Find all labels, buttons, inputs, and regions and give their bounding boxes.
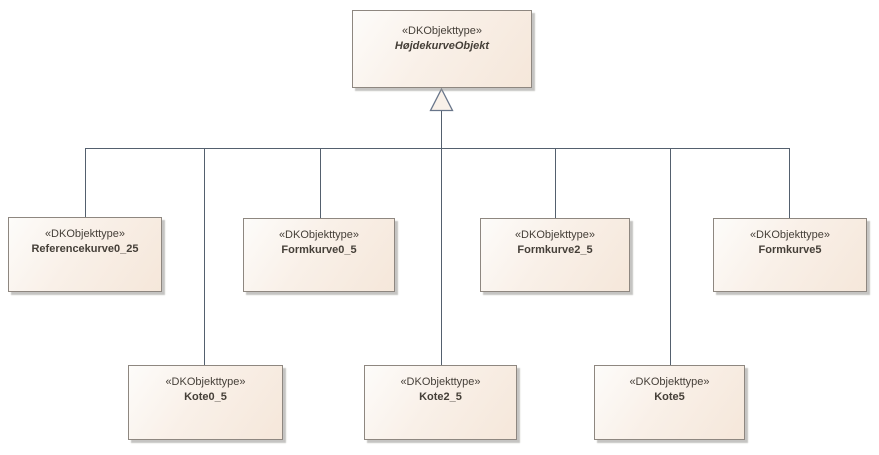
stereotype-label: «DKObjekttype» — [749, 229, 831, 241]
class-name: Kote5 — [654, 391, 685, 403]
connector-formkurve2_5 — [555, 148, 556, 218]
class-name: Formkurve2_5 — [517, 244, 593, 256]
connector-referencekurve0_25 — [85, 148, 86, 217]
generalization-arrow-icon — [429, 88, 454, 112]
connector-formkurve0_5 — [320, 148, 321, 218]
connector-kote5 — [670, 148, 671, 365]
class-box-kote5[interactable]: «DKObjekttype» Kote5 — [594, 365, 745, 440]
class-box-formkurve2_5[interactable]: «DKObjekttype» Formkurve2_5 — [480, 218, 630, 292]
stereotype-label: «DKObjekttype» — [514, 229, 596, 241]
class-box-formkurve5[interactable]: «DKObjekttype» Formkurve5 — [713, 218, 867, 292]
class-name: Formkurve0_5 — [281, 244, 357, 256]
class-name: Formkurve5 — [758, 244, 822, 256]
stereotype-label: «DKObjekttype» — [278, 229, 360, 241]
connector-kote0_5 — [204, 148, 205, 365]
stereotype-label: «DKObjekttype» — [44, 228, 126, 240]
generalization-bus-line — [85, 148, 790, 149]
connector-formkurve5 — [789, 148, 790, 218]
class-box-formkurve0_5[interactable]: «DKObjekttype» Formkurve0_5 — [243, 218, 395, 292]
stereotype-label: «DKObjekttype» — [400, 376, 481, 388]
class-box-kote0_5[interactable]: «DKObjekttype» Kote0_5 — [128, 365, 283, 440]
stereotype-label: «DKObjekttype» — [401, 25, 483, 37]
connector-trunk-kote2_5 — [441, 111, 442, 365]
stereotype-label: «DKObjekttype» — [629, 376, 710, 388]
class-name: Kote0_5 — [184, 391, 227, 403]
stereotype-label: «DKObjekttype» — [165, 376, 246, 388]
class-name: HøjdekurveObjekt — [394, 40, 490, 52]
class-box-kote2_5[interactable]: «DKObjekttype» Kote2_5 — [364, 365, 517, 440]
class-name: Kote2_5 — [419, 391, 462, 403]
class-box-referencekurve0_25[interactable]: «DKObjekttype» Referencekurve0_25 — [8, 217, 162, 292]
class-box-hojdekurveobjekt[interactable]: «DKObjekttype» HøjdekurveObjekt — [352, 10, 532, 88]
class-name: Referencekurve0_25 — [31, 243, 139, 255]
